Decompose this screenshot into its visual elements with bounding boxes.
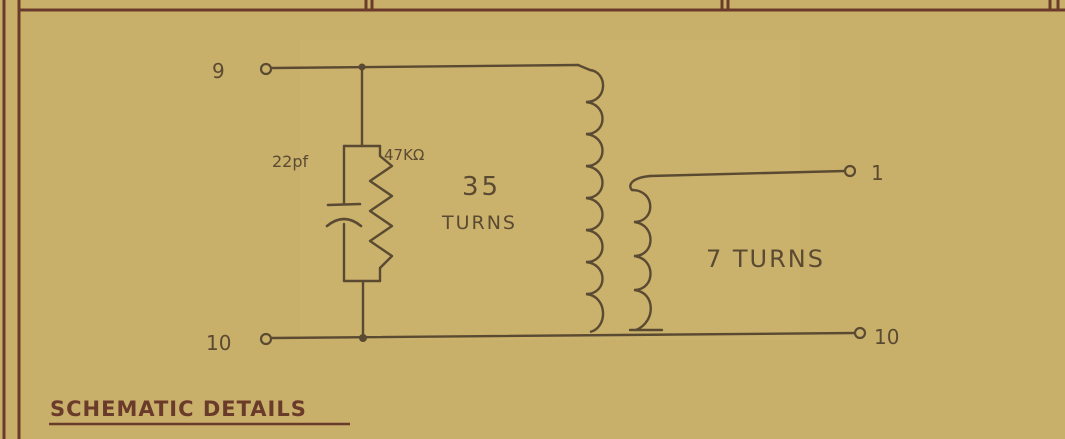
junction-dot-top — [358, 63, 366, 71]
paper-light-patch — [300, 40, 800, 340]
primary-turns-word: TURNS — [441, 212, 517, 234]
secondary-top-bend — [629, 174, 652, 192]
top-wire — [270, 63, 580, 70]
bottom-wire — [270, 331, 857, 340]
secondary-coil — [631, 188, 652, 332]
terminal-10-right-circle — [853, 326, 867, 340]
primary-turns-value: 35 — [462, 172, 501, 202]
terminal-9-label: 9 — [212, 59, 225, 83]
terminal-1-label: 1 — [871, 161, 884, 185]
terminal-10-left-circle — [259, 332, 273, 346]
primary-coil — [585, 68, 605, 334]
capacitor-value-label: 22pf — [272, 152, 309, 171]
junction-dot-bottom — [359, 334, 367, 342]
resistor-value-label: 47KΩ — [384, 146, 424, 164]
secondary-turns-label: 7 TURNS — [706, 245, 825, 273]
terminal-10-left-label: 10 — [206, 331, 231, 355]
capacitor-symbol — [325, 202, 363, 228]
secondary-top-wire — [648, 169, 847, 178]
terminal-10-right-label: 10 — [874, 325, 899, 349]
primary-top-lead — [576, 63, 592, 72]
schematic-caption: SCHEMATIC DETAILS — [50, 397, 307, 421]
terminal-1-circle — [843, 164, 857, 178]
terminal-9-circle — [259, 62, 273, 76]
resistor-symbol — [368, 155, 394, 269]
